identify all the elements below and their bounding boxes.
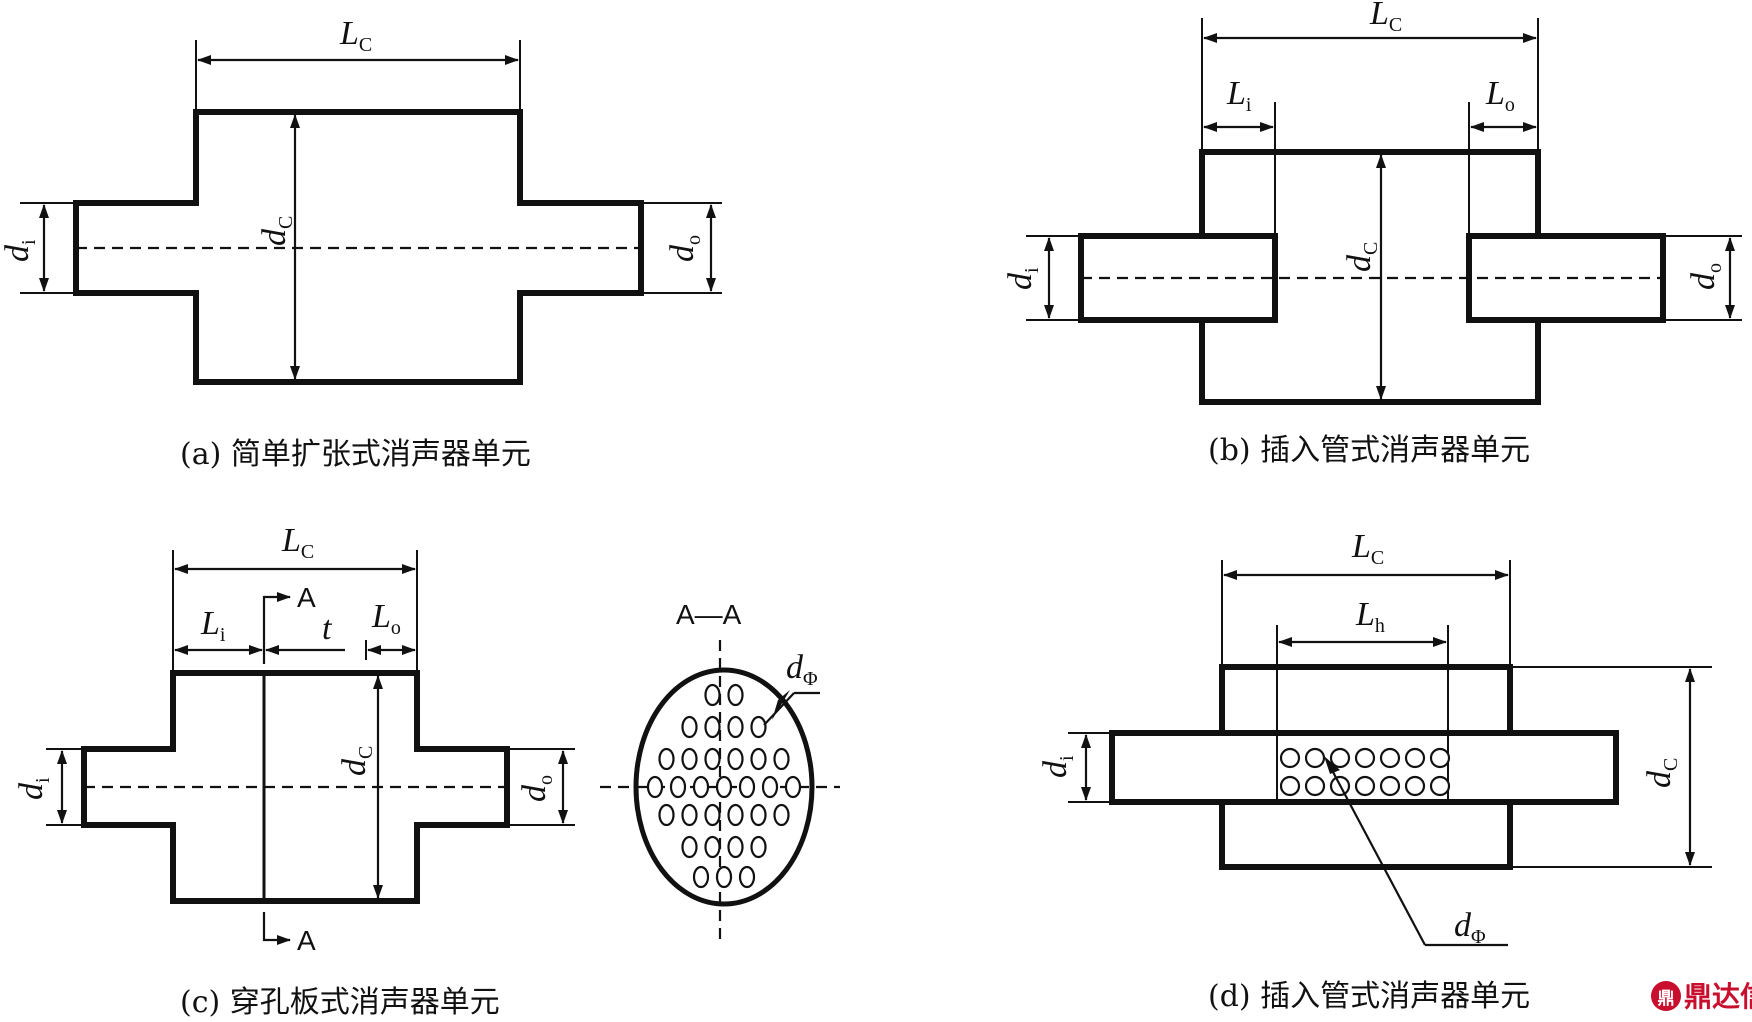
panel-d-lc-label: LC <box>1351 528 1384 569</box>
panel-d-through-pipe <box>1109 730 1619 805</box>
panel-d-perforated-pipe: LC Lh dΦ di dC (d) 插入管式消声器单元 <box>1037 528 1712 1014</box>
section-perforation-hole <box>750 715 767 739</box>
section-perforation-hole <box>681 715 698 739</box>
pipe-perforation-hole <box>1429 747 1451 769</box>
section-perforation-hole <box>658 803 675 827</box>
section-perforation-hole <box>715 865 733 889</box>
pipe-perforation-hole <box>1304 747 1326 769</box>
section-perforation-hole <box>681 835 698 859</box>
pipe-perforation-hole <box>1329 747 1351 769</box>
section-perforation-hole <box>704 835 721 859</box>
panel-c-dc-label: dC <box>336 746 377 776</box>
pipe-perforation-hole <box>1304 775 1326 797</box>
panel-c-section-mark-bottom-label: A <box>297 925 316 956</box>
section-perforation-hole <box>704 747 721 771</box>
panel-a-do-label: do <box>664 235 705 262</box>
panel-c-dphi-label: dΦ <box>786 649 818 690</box>
panel-c-dphi-pointer-arrow <box>772 690 790 720</box>
pipe-perforation-hole <box>1379 775 1401 797</box>
section-perforation-hole <box>761 775 779 799</box>
section-perforation-hole <box>727 715 744 739</box>
panel-c-section-title: A—A <box>676 599 742 630</box>
panel-b-li-label: Li <box>1226 75 1252 116</box>
pipe-perforation-hole <box>1279 747 1301 769</box>
panel-c-t-label: t <box>322 610 333 647</box>
panel-d-dphi-pointer-arrow <box>1324 756 1340 774</box>
panel-d-dc-label: dC <box>1641 758 1682 788</box>
panel-b-lc-label: LC <box>1369 0 1402 36</box>
section-perforation-hole <box>704 715 721 739</box>
pipe-perforation-hole <box>1354 747 1376 769</box>
panel-c-caption: (c) 穿孔板式消声器单元 <box>180 985 500 1020</box>
pipe-perforation-hole <box>1404 775 1426 797</box>
panel-c-section-mark-bottom-arrow <box>262 912 291 945</box>
pipe-perforation-hole <box>1279 775 1301 797</box>
section-perforation-hole <box>715 775 733 799</box>
panel-b-chamber-outline <box>1199 149 1541 405</box>
panel-d-dphi-leader <box>1332 771 1426 946</box>
section-perforation-hole <box>658 747 675 771</box>
panel-a-simple-expansion: LC dC di do (a) 简单扩张式消声器单元 <box>0 15 722 472</box>
watermark-logo-glyph: 鼎 <box>1658 989 1675 1009</box>
panel-b-di-label: di <box>1002 267 1043 290</box>
panel-d-chamber-outline <box>1219 664 1513 870</box>
section-perforation-hole <box>704 683 721 707</box>
section-perforation-hole <box>727 835 744 859</box>
panel-d-dphi-label: dΦ <box>1454 907 1486 948</box>
panel-c-li-label: Li <box>200 605 226 646</box>
section-perforation-hole <box>738 865 756 889</box>
panel-c-lo-label: Lo <box>371 598 401 639</box>
panel-d-di-label: di <box>1037 755 1078 778</box>
panel-d-lh-label: Lh <box>1355 596 1385 637</box>
section-perforation-hole <box>727 803 744 827</box>
watermark-text: 鼎达信 <box>1684 980 1752 1013</box>
panel-b-dc-label: dC <box>1341 242 1382 272</box>
section-perforation-hole <box>681 803 698 827</box>
pipe-perforation-hole <box>1404 747 1426 769</box>
watermark: 鼎 鼎达信 <box>1651 980 1752 1013</box>
panel-c-section-mark-top-arrow <box>262 592 291 664</box>
panel-d-pipe-holes <box>1279 747 1451 797</box>
section-perforation-hole <box>750 747 767 771</box>
panel-c-do-label: do <box>516 775 557 802</box>
section-perforation-hole <box>692 775 710 799</box>
section-perforation-hole <box>773 747 790 771</box>
section-perforation-hole <box>646 775 664 799</box>
section-perforation-hole <box>750 803 767 827</box>
section-perforation-hole <box>681 747 698 771</box>
pipe-perforation-hole <box>1354 775 1376 797</box>
panel-d-caption: (d) 插入管式消声器单元 <box>1208 979 1530 1014</box>
panel-a-di-label: di <box>0 239 40 262</box>
section-perforation-hole <box>773 803 790 827</box>
panel-b-do-label: do <box>1685 263 1726 290</box>
panel-b-caption: (b) 插入管式消声器单元 <box>1208 433 1530 468</box>
pipe-perforation-hole <box>1379 747 1401 769</box>
section-perforation-hole <box>727 747 744 771</box>
section-perforation-hole <box>738 775 756 799</box>
panel-c-perforated-plate: A A LC Li t Lo dC di do A—A <box>13 522 840 1020</box>
panel-b-inserted-pipe: LC Li Lo dC di do (b) 插入管式消声器单元 <box>1002 0 1742 468</box>
section-perforation-hole <box>669 775 687 799</box>
panel-a-caption: (a) 简单扩张式消声器单元 <box>180 437 531 472</box>
section-perforation-hole <box>704 803 721 827</box>
panel-c-dphi-leader <box>763 692 795 726</box>
section-perforation-hole <box>784 775 802 799</box>
pipe-perforation-hole <box>1429 775 1451 797</box>
section-perforation-hole <box>727 683 744 707</box>
panel-a-dc-label: dC <box>256 216 297 246</box>
section-perforation-hole <box>692 865 710 889</box>
panel-a-muffler-outline <box>73 109 644 385</box>
panel-c-section-holes <box>646 683 802 889</box>
section-perforation-hole <box>750 835 767 859</box>
panel-c-section-mark-top-label: A <box>297 582 316 613</box>
panel-c-section-plate-outline <box>633 667 815 907</box>
panel-c-lc-label: LC <box>281 522 314 563</box>
watermark-logo-icon <box>1651 981 1681 1011</box>
panel-a-lc-label: LC <box>339 15 372 56</box>
panel-c-di-label: di <box>13 777 54 800</box>
panel-b-lo-label: Lo <box>1485 75 1515 116</box>
